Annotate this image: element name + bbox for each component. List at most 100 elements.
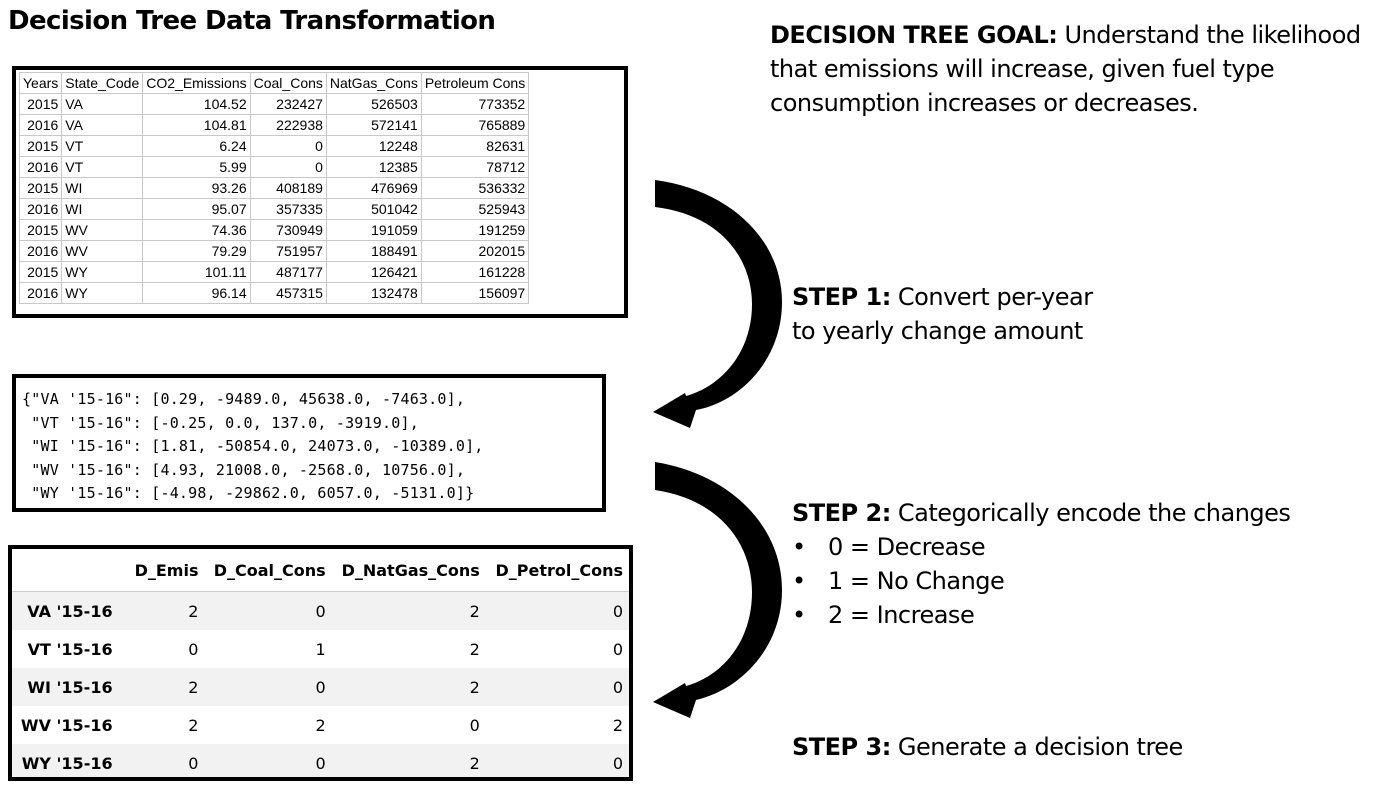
encoded-header: D_Petrol_Cons: [485, 549, 629, 592]
encoded-cell: 2: [188, 715, 199, 735]
step-1: STEP 1: Convert per-year to yearly change…: [792, 280, 1152, 348]
encoded-row-label: WV '15-16: [20, 715, 113, 735]
sheet-cell: 2015: [18, 219, 63, 241]
sheet-header: Petroleum Cons: [420, 72, 530, 94]
sheet-header: Coal_Cons: [249, 72, 327, 94]
step-1-line2: to yearly change amount: [792, 317, 1083, 345]
page-title: Decision Tree Data Transformation: [8, 6, 496, 36]
sheet-cell: 357335: [249, 198, 327, 220]
encoded-row-label: WY '15-16: [12, 744, 127, 777]
step-1-line1: Convert per-year: [890, 283, 1093, 311]
sheet-cell: 6.24: [142, 135, 251, 157]
sheet-cell: 765889: [420, 114, 530, 136]
sheet-cell: 501042: [325, 198, 422, 220]
encoded-row-label: WI '15-16: [12, 668, 127, 706]
sheet-cell: 191259: [420, 219, 530, 241]
encoded-cell: 0: [612, 639, 623, 659]
encoded-row-label: VA '15-16: [12, 591, 127, 630]
legend-item: 2 = Increase: [792, 598, 1392, 632]
curved-arrow-step2: [653, 462, 782, 718]
step-2: STEP 2: Categorically encode the changes…: [792, 496, 1392, 632]
sheet-cell: 126421: [325, 261, 422, 283]
encoded-row-label: VT '15-16: [27, 639, 113, 659]
goal-statement: DECISION TREE GOAL: Understand the likel…: [770, 18, 1396, 120]
sheet-cell: 132478: [325, 282, 422, 304]
sheet-cell: 95.07: [142, 198, 251, 220]
sheet-cell: 2016: [18, 240, 63, 262]
encoded-cell: 0: [204, 744, 332, 777]
step-3: STEP 3: Generate a decision tree: [792, 730, 1392, 764]
encoded-cell: 0: [485, 744, 629, 777]
sheet-cell: 457315: [249, 282, 327, 304]
sheet-cell: 751957: [249, 240, 327, 262]
encoded-cell: 0: [188, 639, 199, 659]
sheet-header: NatGas_Cons: [325, 72, 422, 94]
sheet-cell: 2016: [18, 198, 63, 220]
encoded-header: D_Emis: [126, 549, 205, 592]
sheet-cell: 156097: [420, 282, 530, 304]
encoded-cell: 2: [126, 668, 205, 706]
sheet-cell: VT: [61, 135, 144, 157]
encoded-cell: 0: [204, 591, 332, 630]
sheet-cell: 191059: [325, 219, 422, 241]
encoded-header: D_NatGas_Cons: [331, 549, 486, 592]
sheet-cell: 2016: [18, 156, 63, 178]
encoded-header: [12, 549, 127, 592]
encoded-header: D_Coal_Cons: [204, 549, 332, 592]
encoding-legend: 0 = Decrease 1 = No Change 2 = Increase: [792, 530, 1392, 632]
sheet-cell: WI: [61, 177, 144, 199]
code-line: "WV '15-16": [4.93, 21008.0, -2568.0, 10…: [22, 460, 466, 479]
encoded-row: WV '15-16 2 2 0 2: [12, 706, 629, 744]
encoded-cell: 0: [126, 744, 205, 777]
encoded-cell: 2: [331, 591, 486, 630]
encoded-row: VT '15-16 0 1 2 0: [12, 630, 629, 668]
legend-item: 0 = Decrease: [792, 530, 1392, 564]
goal-label: DECISION TREE GOAL:: [770, 21, 1058, 49]
legend-item: 1 = No Change: [792, 564, 1392, 598]
encoded-cell: 0: [204, 668, 332, 706]
encoded-cell: 2: [612, 715, 623, 735]
sheet-cell: 202015: [420, 240, 530, 262]
encoded-cell: 0: [485, 591, 629, 630]
curved-arrow-step1: [653, 180, 782, 428]
step-2-text: Categorically encode the changes: [890, 499, 1291, 527]
sheet-cell: 2016: [18, 282, 63, 304]
sheet-cell: 2015: [18, 93, 63, 115]
sheet-cell: 2015: [18, 135, 63, 157]
encoded-cell: 1: [315, 639, 326, 659]
encoded-cell: 2: [469, 639, 480, 659]
encoded-cell: 2: [331, 668, 486, 706]
sheet-cell: 2015: [18, 261, 63, 283]
sheet-cell: 78712: [420, 156, 530, 178]
encoded-cell: 0: [485, 668, 629, 706]
encoded-cell: 2: [331, 744, 486, 777]
step-2-label: STEP 2:: [792, 499, 891, 527]
step-3-label: STEP 3:: [792, 733, 891, 761]
code-line: "WY '15-16": [-4.98, -29862.0, 6057.0, -…: [22, 484, 475, 502]
code-line: "VT '15-16": [-0.25, 0.0, 137.0, -3919.0…: [22, 413, 419, 432]
yearly-change-dict: {"VA '15-16": [0.29, -9489.0, 45638.0, -…: [12, 374, 606, 512]
code-line: {"VA '15-16": [0.29, -9489.0, 45638.0, -…: [22, 390, 466, 408]
sheet-cell: WI: [61, 198, 144, 220]
step-1-label: STEP 1:: [792, 283, 891, 311]
code-line: "WI '15-16": [1.81, -50854.0, 24073.0, -…: [22, 437, 484, 455]
sheet-cell: WY: [61, 282, 144, 304]
step-3-text: Generate a decision tree: [890, 733, 1183, 761]
sheet-cell: 773352: [420, 93, 530, 115]
encoded-cell: 2: [315, 715, 326, 735]
encoded-cell: 0: [469, 715, 480, 735]
sheet-cell: 104.52: [142, 93, 251, 115]
sheet-cell: 222938: [249, 114, 327, 136]
